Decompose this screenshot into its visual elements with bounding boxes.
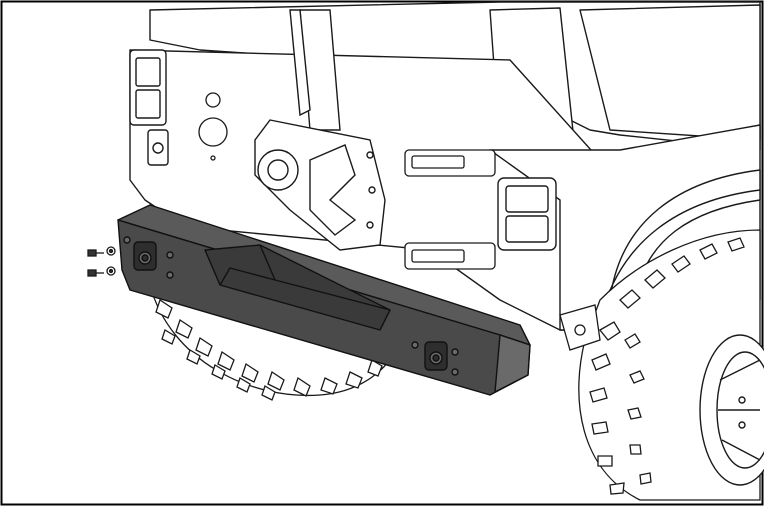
- right-tail-lamp: [497, 177, 557, 251]
- bumper-center-plate: [204, 244, 391, 331]
- bolt-2: [87, 269, 104, 277]
- frame-bracket: [559, 304, 601, 351]
- fender-flare: [609, 169, 761, 301]
- mounting-hardware: [87, 246, 116, 277]
- left-tail-lamp: [129, 49, 167, 126]
- wheel-rim: [699, 334, 764, 486]
- bumper-bolt-holes: [123, 236, 459, 376]
- bumper-end-cap: [494, 334, 531, 393]
- spare-tire-carrier: [254, 9, 386, 251]
- washer-2: [106, 266, 116, 276]
- washer-1: [106, 246, 116, 256]
- bolt-1: [87, 249, 104, 257]
- side-glass: [579, 4, 761, 141]
- shackle-mount-right: [424, 341, 448, 371]
- shackle-mount-left: [133, 241, 157, 271]
- tailgate-details: [198, 92, 496, 270]
- rear-bumper: [117, 204, 531, 396]
- left-tail-lamp-lower: [147, 129, 169, 166]
